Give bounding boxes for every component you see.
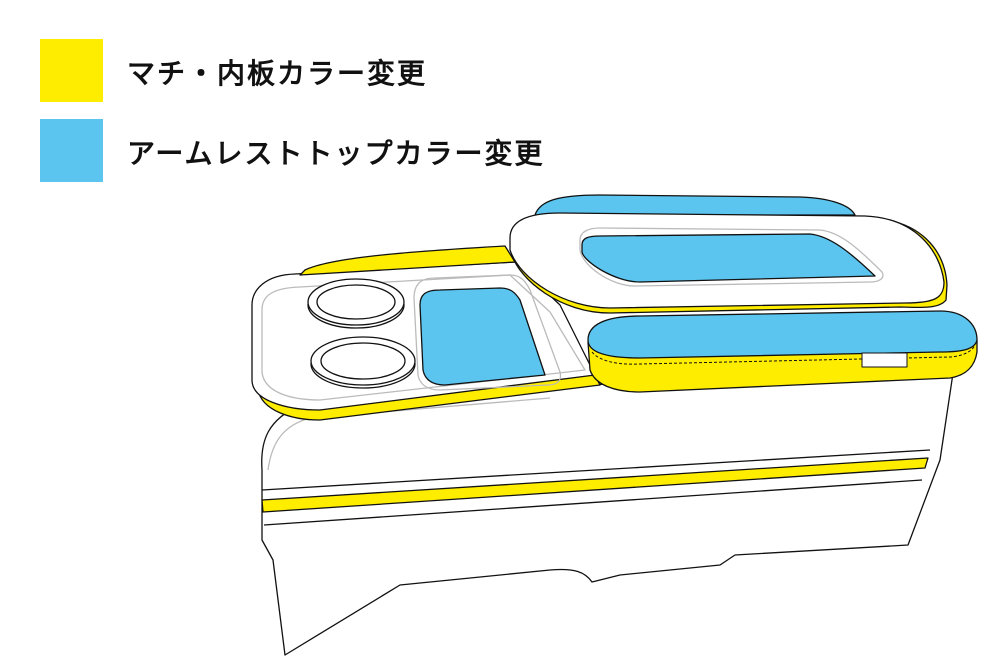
blue-swatch [40,119,103,182]
legend-item-armrest-top: アームレストトップカラー変更 [40,119,542,182]
legend-item-gusset: マチ・内板カラー変更 [40,39,425,102]
label-tag [861,352,908,368]
legend-label-armrest-top: アームレストトップカラー変更 [127,137,545,170]
console-body [261,359,956,656]
legend-label-gusset: マチ・内板カラー変更 [127,57,428,90]
cup-holder-1 [307,278,405,329]
tray-deck [251,245,601,421]
armrest-lid [509,194,948,314]
yellow-swatch [40,39,103,102]
cup-holder-2 [310,336,416,389]
armrest-cushion [587,310,978,393]
lid-insert-blue [581,233,876,283]
tray-insert-blue [419,287,546,386]
